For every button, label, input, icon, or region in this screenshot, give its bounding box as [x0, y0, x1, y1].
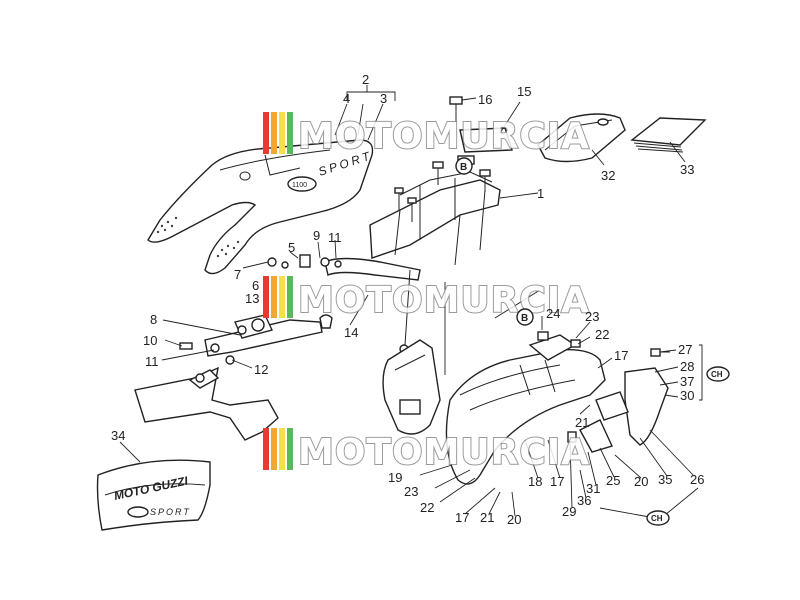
callout-36: 36	[577, 493, 591, 508]
part-32-tool-pouch	[537, 113, 626, 163]
callout-26: 26	[690, 472, 704, 487]
plate-holder	[567, 348, 670, 453]
callout-9: 9	[313, 228, 320, 243]
part-heatshield	[134, 366, 279, 441]
marker-ch-top: CH	[706, 366, 730, 382]
callout-11-bottom: 11	[145, 354, 159, 369]
part-33-manual	[630, 117, 707, 153]
callout-12: 12	[254, 362, 268, 377]
svg-text:B: B	[460, 162, 467, 173]
callout-labels: 2 4 3 16 15 1 32 33 5 9 11 7 6 13 14 8 1…	[111, 72, 704, 527]
subframe-bolts	[394, 161, 491, 222]
callout-17-left: 17	[455, 510, 469, 525]
svg-text:CH: CH	[711, 370, 723, 379]
small-hardware	[267, 254, 342, 329]
watermark-middle: MOTOMURCIA	[298, 280, 590, 321]
callout-13: 13	[245, 291, 259, 306]
callout-14: 14	[344, 325, 358, 340]
callout-31: 31	[586, 481, 600, 496]
callout-29: 29	[562, 504, 576, 519]
callout-2: 2	[362, 72, 369, 87]
watermark-stripes	[263, 112, 293, 470]
tail-cowl: 1100 SPORT	[147, 139, 374, 275]
callout-21-right: 21	[575, 415, 589, 430]
rear-subframe	[324, 161, 501, 354]
marker-b-top: B	[455, 157, 473, 175]
callout-1: 1	[537, 186, 544, 201]
watermark-bottom: MOTOMURCIA	[298, 432, 590, 473]
callout-21-left: 21	[480, 510, 494, 525]
rear-mudguard	[445, 331, 606, 485]
part-15-block	[459, 127, 513, 153]
callout-22-top: 22	[595, 327, 609, 342]
callout-33: 33	[680, 162, 694, 177]
callout-24: 24	[546, 306, 560, 321]
callout-25: 25	[606, 473, 620, 488]
callout-3: 3	[380, 91, 387, 106]
callout-17-top: 17	[614, 348, 628, 363]
side-panel	[382, 339, 441, 435]
callout-23-bottom: 23	[404, 484, 418, 499]
seat-badge-text: 1100	[292, 182, 307, 189]
callout-19: 19	[388, 470, 402, 485]
callout-20-right: 20	[634, 474, 648, 489]
callout-4: 4	[343, 91, 350, 106]
vent-pattern	[156, 216, 240, 258]
marker-ch-bottom: CH	[646, 510, 670, 526]
watermark-top: MOTOMURCIA	[298, 116, 590, 157]
bike-cover: MOTO GUZZI SPORT	[96, 459, 211, 531]
callout-17-right: 17	[550, 474, 564, 489]
callout-20-left: 20	[507, 512, 521, 527]
callout-18: 18	[528, 474, 542, 489]
callout-34: 34	[111, 428, 125, 443]
callout-30: 30	[680, 388, 694, 403]
callout-23-top: 23	[585, 309, 599, 324]
footrest-bracket	[179, 314, 323, 365]
svg-text:CH: CH	[651, 514, 663, 523]
marker-b-right: B	[516, 308, 534, 326]
callout-35: 35	[658, 472, 672, 487]
callout-5: 5	[288, 240, 295, 255]
cover-sub-text: SPORT	[150, 507, 191, 517]
callout-11-top: 11	[328, 230, 342, 245]
callout-16: 16	[478, 92, 492, 107]
callout-27: 27	[678, 342, 692, 357]
svg-text:B: B	[521, 313, 528, 324]
callout-15: 15	[517, 84, 531, 99]
leader-lines	[119, 85, 703, 519]
callout-8: 8	[150, 312, 157, 327]
callout-32: 32	[601, 168, 615, 183]
callout-10: 10	[143, 333, 157, 348]
callout-22-bottom: 22	[420, 500, 434, 515]
callout-6: 6	[252, 278, 259, 293]
callout-37: 37	[680, 374, 694, 389]
seat-badge	[287, 176, 317, 192]
part-16-bolt	[449, 96, 463, 122]
callout-28: 28	[680, 359, 694, 374]
callout-7: 7	[234, 267, 241, 282]
